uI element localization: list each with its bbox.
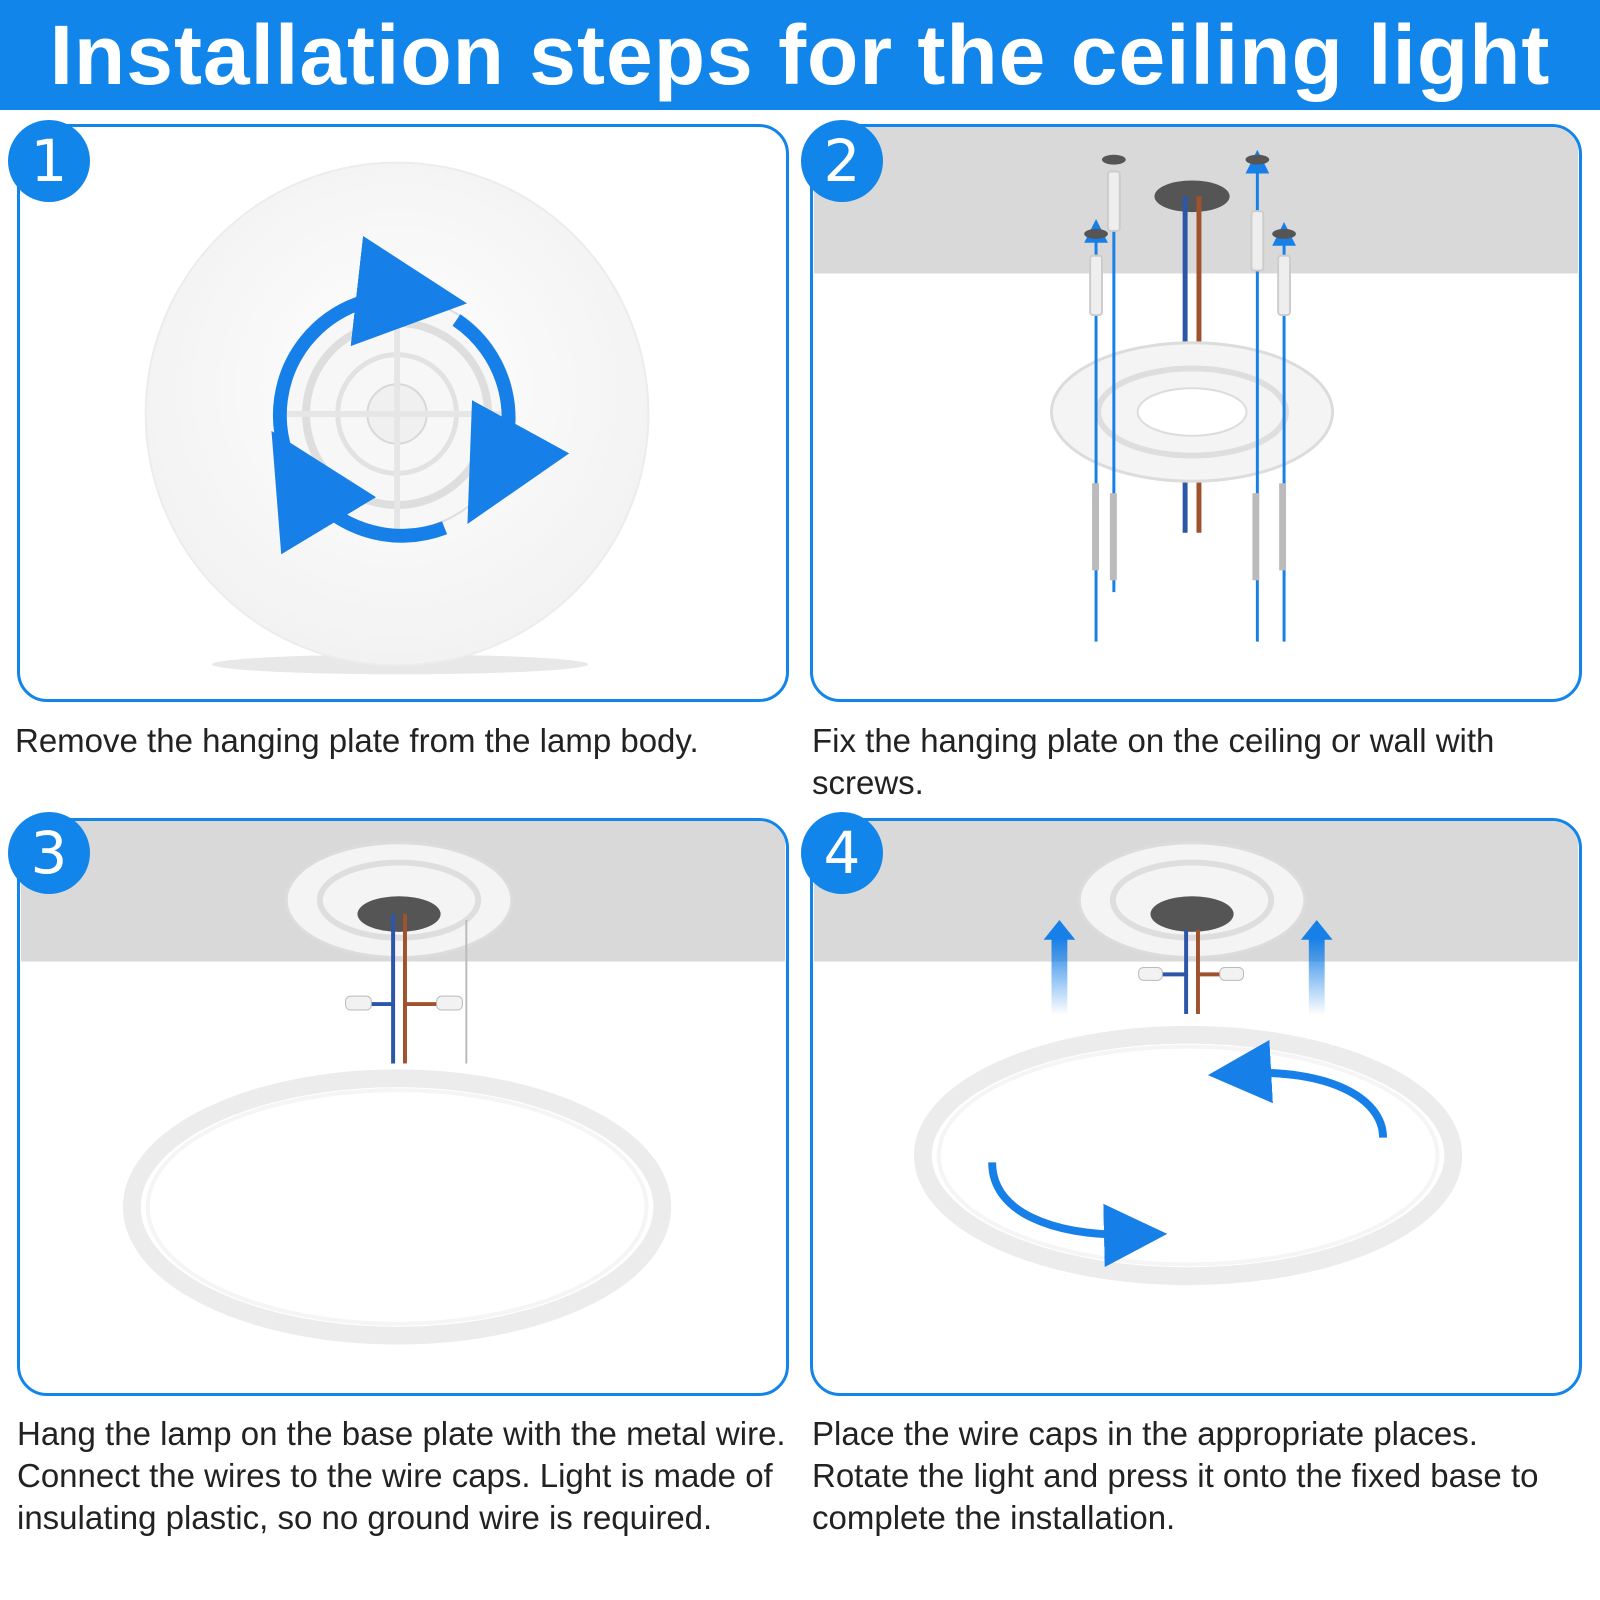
wire-connection-illustration xyxy=(21,821,785,1345)
step-number-badge: 3 xyxy=(8,812,90,894)
lamp-back-illustration xyxy=(144,161,650,675)
step-4-caption: Place the wire caps in the appropriate p… xyxy=(812,1415,1539,1536)
step-2-illustration-panel xyxy=(810,124,1582,702)
step-2-caption: Fix the hanging plate on the ceiling or … xyxy=(812,722,1495,801)
step-4-illustration-panel xyxy=(810,818,1582,1396)
step-number-badge: 1 xyxy=(8,120,90,202)
header-banner: Installation steps for the ceiling light xyxy=(0,0,1600,110)
ceiling-mount-illustration xyxy=(814,127,1578,642)
step-1-illustration-panel xyxy=(17,124,789,702)
step-3-illustration-panel xyxy=(17,818,789,1396)
step-number-badge: 4 xyxy=(801,812,883,894)
step-3-caption: Hang the lamp on the base plate with the… xyxy=(17,1415,786,1536)
step-number-badge: 2 xyxy=(801,120,883,202)
page-title: Installation steps for the ceiling light xyxy=(49,8,1551,102)
rotate-and-press-illustration xyxy=(814,821,1578,1286)
step-1-caption: Remove the hanging plate from the lamp b… xyxy=(15,722,699,759)
